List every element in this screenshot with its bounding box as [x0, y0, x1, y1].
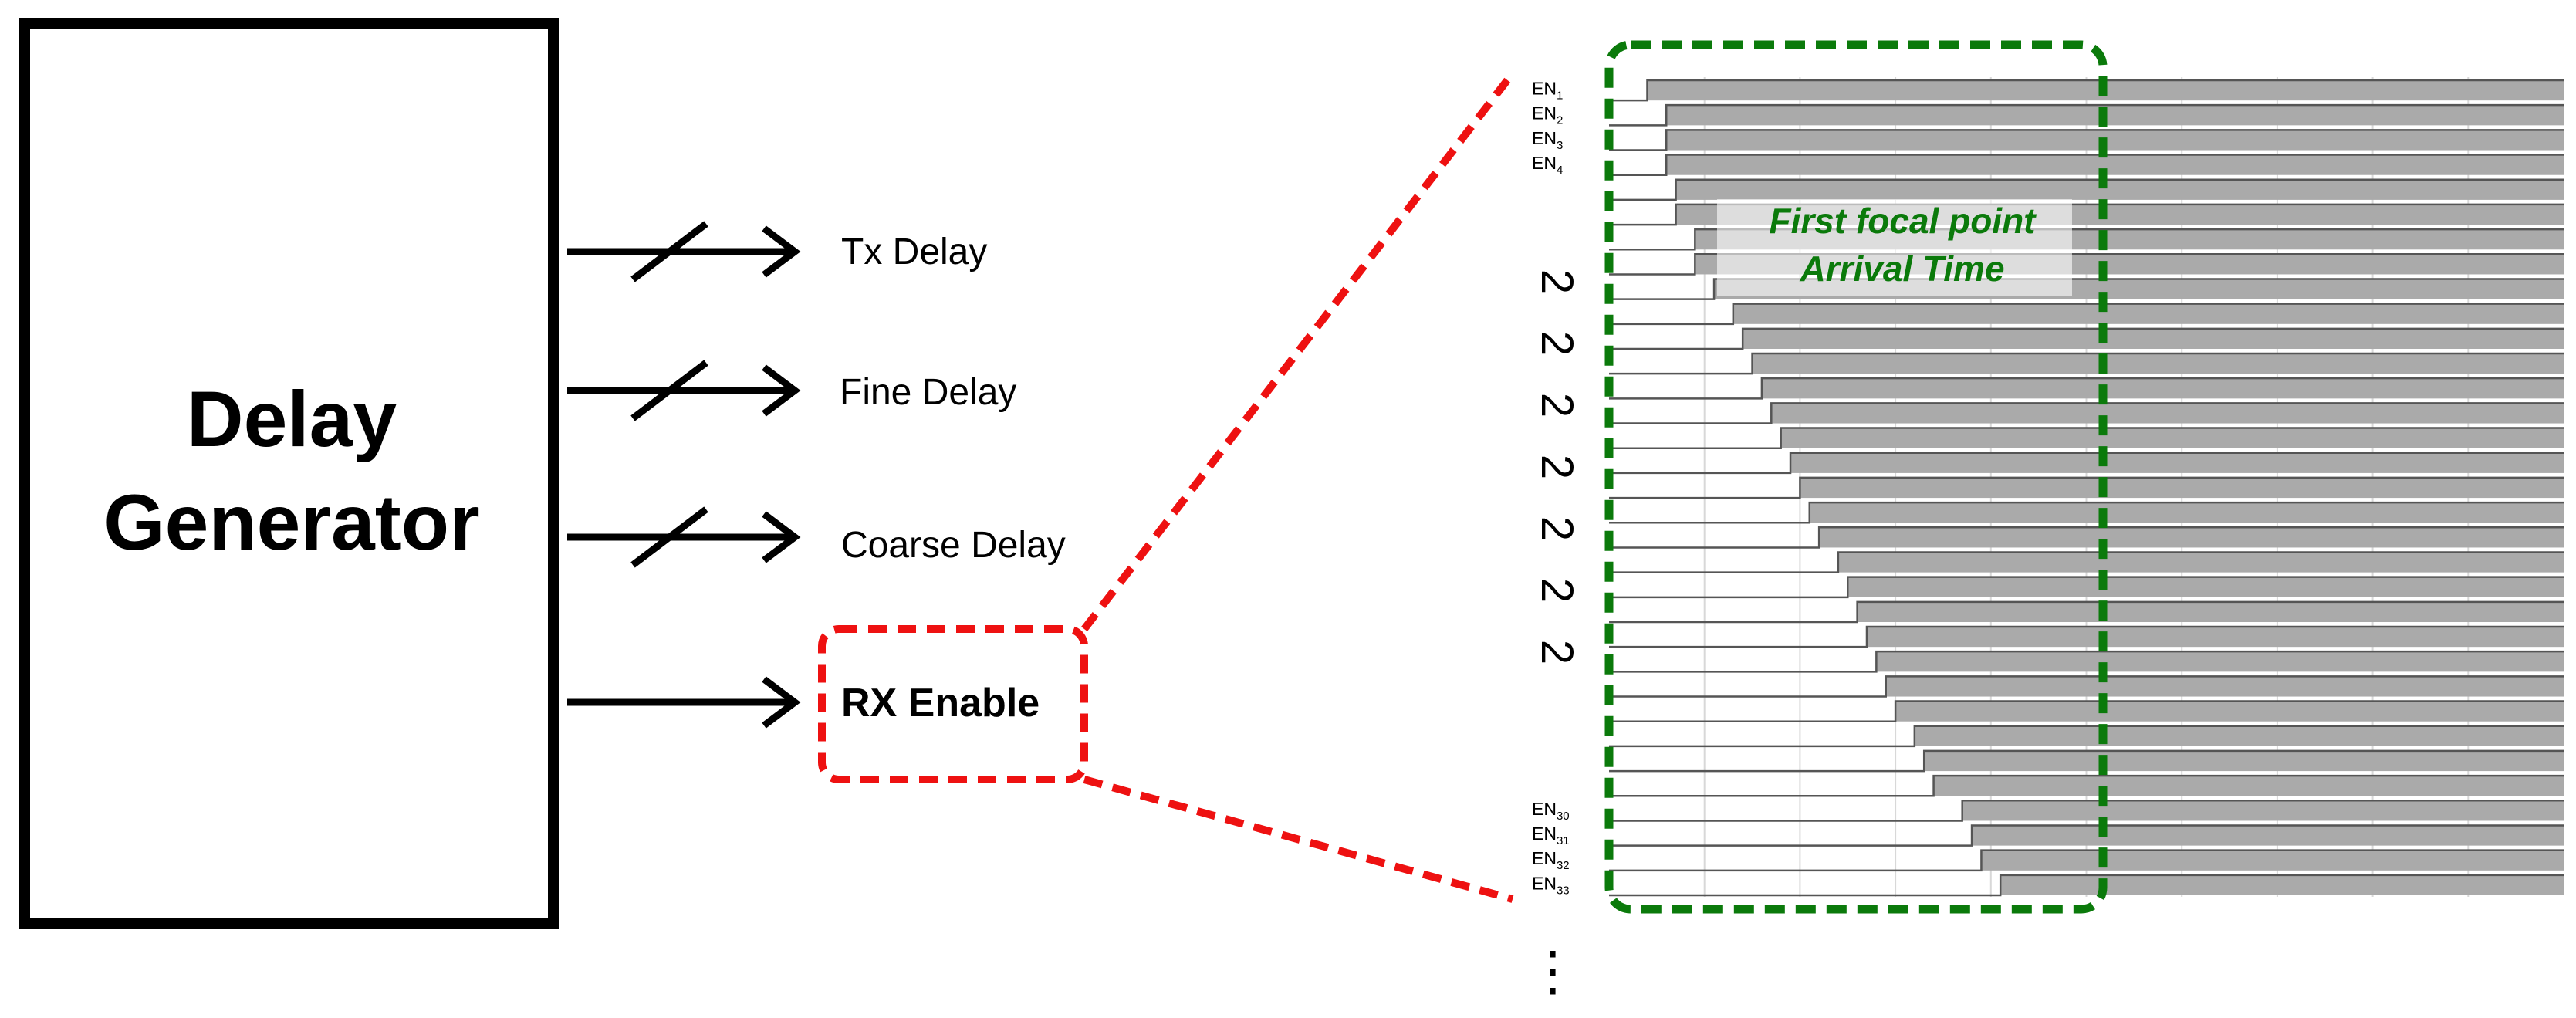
fine-delay-label: Fine Delay — [840, 372, 1016, 413]
channel-label: EN31 — [1532, 824, 1570, 847]
enable-high-level — [1733, 303, 2564, 324]
enable-waveform — [1609, 576, 2564, 599]
channel-skip-markers: 2 2 2 2 2 2 2 — [1532, 269, 1582, 665]
enable-waveform — [1609, 700, 2564, 722]
enable-high-level — [1666, 130, 2564, 151]
enable-high-level — [1866, 627, 2564, 648]
annotation-background — [1717, 199, 2072, 296]
enable-waveform — [1609, 402, 2564, 424]
skip-marker: 2 — [1532, 269, 1582, 294]
enable-waveform — [1609, 501, 2564, 524]
enable-waveform — [1609, 600, 2564, 624]
enable-high-level — [1876, 651, 2564, 672]
rx-enable-timing-diagram — [1609, 77, 2564, 897]
enable-waveform — [1609, 377, 2564, 400]
enable-high-level — [1962, 800, 2564, 821]
channel-label: EN33 — [1532, 873, 1570, 897]
enable-waveform — [1609, 452, 2564, 475]
delay-generator-box — [19, 18, 559, 929]
enable-high-level — [1809, 502, 2564, 523]
enable-high-level — [1761, 378, 2564, 399]
tx-delay-label: Tx Delay — [841, 232, 987, 272]
enable-high-level — [1972, 825, 2564, 846]
enable-waveform — [1609, 800, 2564, 822]
rx-enable-highlight — [818, 625, 1088, 783]
enable-high-level — [1780, 428, 2564, 448]
channel-label: EN2 — [1532, 103, 1563, 127]
enable-waveform — [1609, 352, 2564, 375]
channel-label: EN32 — [1532, 848, 1570, 872]
enable-high-level — [1914, 725, 2564, 746]
channel-label: EN3 — [1532, 128, 1563, 152]
enable-high-level — [1790, 452, 2564, 473]
enable-high-level — [1666, 154, 2564, 175]
zoom-line-top — [1081, 70, 1516, 632]
enable-waveform — [1609, 103, 2564, 127]
enable-high-level — [1857, 601, 2564, 622]
enable-waveform — [1609, 427, 2564, 449]
skip-marker: 2 — [1532, 331, 1582, 356]
skip-marker: 2 — [1532, 578, 1582, 603]
enable-waveform — [1609, 278, 2564, 300]
enable-high-level — [1933, 776, 2564, 796]
channel-label: EN30 — [1532, 799, 1570, 823]
enable-high-level — [1885, 676, 2564, 697]
enable-waveform — [1609, 551, 2564, 573]
enable-waveform — [1609, 849, 2564, 872]
skip-marker: 2 — [1532, 516, 1582, 541]
enable-waveform — [1609, 526, 2564, 549]
channel-label: EN1 — [1532, 79, 1563, 103]
coarse-delay-arrow — [567, 506, 801, 568]
enable-waveform — [1609, 749, 2564, 773]
enable-high-level — [1847, 577, 2564, 597]
enable-high-level — [1675, 179, 2564, 200]
enable-high-level — [1837, 552, 2564, 573]
rx-enable-arrow — [567, 676, 801, 729]
first-focal-point-highlight — [1604, 40, 2108, 914]
enable-waveform — [1609, 774, 2564, 797]
enable-waveform — [1609, 178, 2564, 201]
rx-enable-label: RX Enable — [841, 681, 1040, 725]
enable-waveform — [1609, 154, 2564, 176]
generator-title-line2: Generator — [103, 479, 480, 566]
enable-waveform — [1609, 203, 2564, 226]
fine-delay-arrow — [567, 360, 801, 421]
channel-label: EN4 — [1532, 153, 1563, 177]
enable-waveform — [1609, 650, 2564, 673]
enable-waveform — [1609, 253, 2564, 276]
skip-marker: 2 — [1532, 455, 1582, 479]
tx-delay-arrow — [567, 221, 801, 282]
more-channels-ellipsis: ⋮ — [1526, 941, 1580, 1001]
enable-waveform — [1609, 824, 2564, 847]
annotation-line1: First focal point — [1770, 201, 2037, 241]
enable-high-level — [1743, 328, 2564, 349]
enable-high-level — [1895, 701, 2564, 722]
enable-high-level — [1800, 477, 2564, 499]
enable-high-level — [1666, 105, 2564, 126]
enable-high-level — [1981, 850, 2564, 871]
enable-waveform — [1609, 129, 2564, 151]
enable-waveform — [1609, 725, 2564, 748]
enable-waveform — [1609, 327, 2564, 350]
enable-high-level — [2000, 874, 2564, 895]
annotation-line2: Arrival Time — [1799, 249, 2004, 289]
enable-waveform — [1609, 228, 2564, 251]
skip-marker: 2 — [1532, 393, 1582, 418]
enable-waveform — [1609, 476, 2564, 499]
enable-waveform — [1609, 625, 2564, 648]
enable-high-level — [1752, 353, 2564, 374]
zoom-line-bottom — [1083, 776, 1514, 903]
skip-marker: 2 — [1532, 640, 1582, 665]
coarse-delay-label: Coarse Delay — [841, 525, 1066, 566]
enable-waveform — [1609, 874, 2564, 897]
enable-high-level — [1819, 527, 2564, 548]
enable-high-level — [1771, 403, 2564, 424]
enable-waveform — [1609, 303, 2564, 326]
enable-waveform — [1609, 675, 2564, 698]
enable-high-level — [1924, 750, 2564, 772]
generator-title-line1: Delay — [187, 375, 397, 463]
